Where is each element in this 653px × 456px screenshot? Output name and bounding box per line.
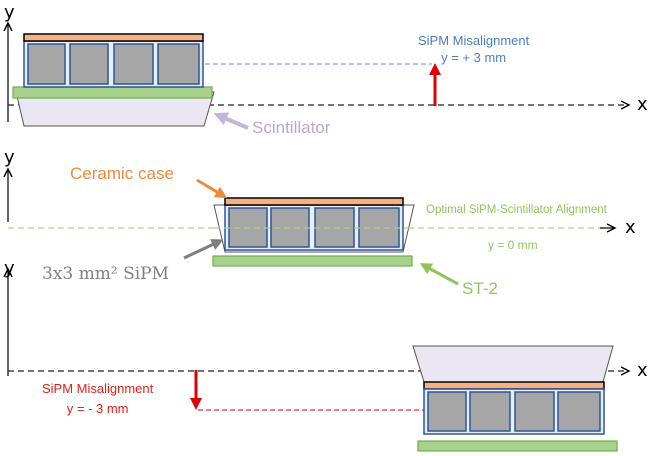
panel-top [8, 24, 628, 130]
ceramic-pointer [196, 178, 228, 199]
x-axis-label-1: x [637, 94, 648, 115]
ceramic-case-2 [224, 197, 404, 206]
scintillator-3 [412, 345, 614, 383]
sipm-pointer [183, 239, 224, 260]
panel-middle [8, 170, 614, 286]
x-axis-label-3: x [637, 360, 648, 381]
sipm-cell-3c [514, 391, 555, 432]
sipm-cell-3a [427, 391, 467, 432]
misalignment-bottom-value: y = - 3 mm [66, 401, 129, 416]
st2-label: ST-2 [462, 279, 498, 298]
y-axis-label-1: y [4, 2, 15, 23]
sipm-cell-1c [113, 43, 154, 85]
scintillator-pointer [213, 112, 249, 130]
x-axis-label-2: x [625, 217, 636, 238]
misalignment-bottom-title: SiPM Misalignment [42, 381, 154, 396]
sipm-cell-1a [27, 43, 66, 85]
y-axis-label-2: y [4, 147, 15, 168]
st2-board-1 [12, 86, 213, 99]
misalignment-top-label: SiPM Misalignment y = + 3 mm [418, 32, 529, 66]
ceramic-case-1 [23, 33, 204, 42]
optimal-value-label: y = 0 mm [488, 238, 538, 252]
misalignment-top-value: y = + 3 mm [441, 50, 507, 65]
sipm-cell-1b [69, 43, 109, 85]
st2-board-3 [417, 440, 618, 452]
y-axis-label-3: y [4, 258, 15, 279]
sipm-label: 3x3 mm² SiPM [42, 264, 170, 284]
sipm-cell-3d [557, 391, 601, 432]
optimal-alignment-label: Optimal SiPM-Scintillator Alignment [426, 204, 607, 216]
misalignment-top-title: SiPM Misalignment [418, 33, 530, 48]
st2-pointer [419, 263, 459, 286]
misalignment-bottom-label: SiPM Misalignment y = - 3 mm [42, 379, 153, 419]
sipm-cell-3b [469, 391, 511, 432]
panel-bottom [8, 270, 628, 452]
scintillator-label: Scintillator [252, 118, 331, 137]
st2-board-2 [212, 255, 413, 267]
sipm-cell-1d [157, 43, 200, 85]
ceramic-case-3 [423, 381, 605, 390]
ceramic-case-label: Ceramic case [70, 164, 174, 183]
